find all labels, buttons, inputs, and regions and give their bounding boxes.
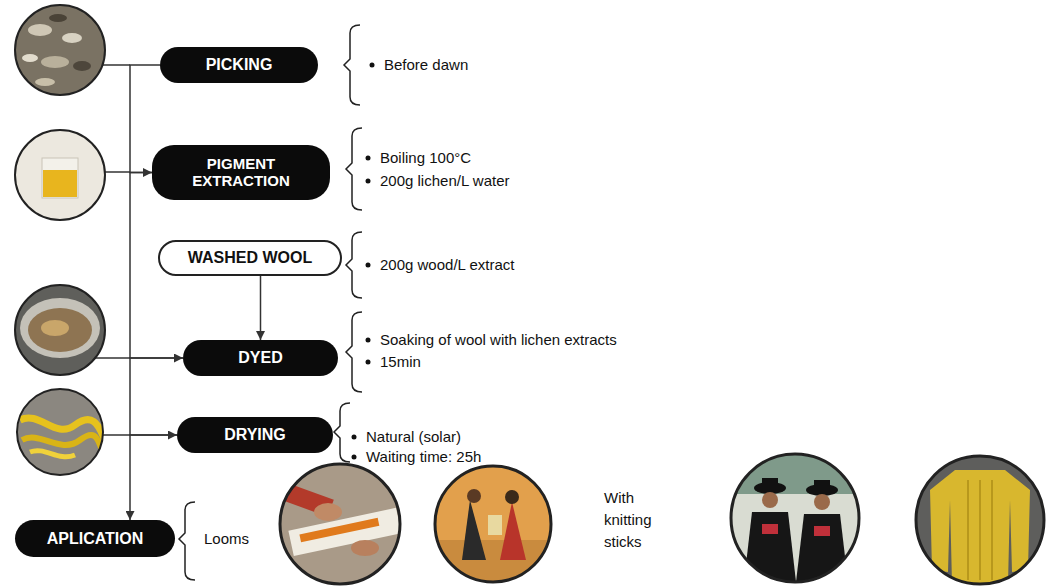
bracket: [344, 25, 360, 105]
woven-band: [299, 518, 379, 542]
step-detail: 15min: [380, 351, 421, 373]
bullet: [366, 263, 371, 268]
step-detail: 200g lichen/L water: [380, 170, 510, 192]
flow-arrow: [260, 276, 262, 340]
knitting: [814, 526, 830, 536]
drying-photo: [15, 388, 105, 478]
pot: [20, 298, 100, 358]
bullet: [366, 338, 371, 343]
step-detail: Natural (solar): [366, 426, 461, 448]
step-name: DRYING: [224, 426, 286, 444]
step-detail: Boiling 100°C: [380, 147, 471, 169]
bullet: [370, 63, 375, 68]
dress: [744, 512, 796, 582]
face: [762, 492, 778, 508]
painted-figure: [500, 502, 526, 560]
hat: [762, 478, 778, 488]
lichen-piece: [73, 61, 91, 71]
step-name: APLICATION: [47, 530, 144, 548]
step-detail: Soaking of wool with lichen extracts: [380, 329, 617, 351]
bracket: [346, 232, 362, 298]
step-detail: 200g wood/L extract: [380, 254, 515, 276]
dyeing-photo: [10, 280, 110, 380]
process-pill: DYED: [183, 340, 338, 376]
bullet: [366, 360, 371, 365]
lichen-piece: [35, 78, 55, 86]
loom-fabric: [288, 508, 401, 556]
sweater-cables: [968, 480, 992, 580]
photo-frame: [15, 130, 105, 220]
bracket: [346, 128, 362, 210]
wool-in-bath: [41, 320, 69, 336]
hand: [314, 503, 342, 521]
lichen-piece: [41, 56, 69, 68]
flow-arrow: [130, 435, 177, 520]
knitting-photo: [731, 454, 859, 582]
hand: [351, 540, 379, 556]
yellow-yarn: [30, 451, 75, 457]
painting-photo: [433, 464, 553, 584]
process-pill: APLICATION: [15, 520, 175, 557]
step-name: PIGMENT EXTRACTION: [176, 156, 306, 189]
glass: [42, 158, 78, 198]
flow-arrow: [130, 358, 183, 435]
lichen-piece: [28, 24, 52, 36]
bullet: [352, 455, 357, 460]
photo-frame: [435, 466, 551, 582]
yellow-extract: [43, 170, 77, 197]
process-pill: DRYING: [177, 417, 333, 453]
bracket: [346, 312, 362, 392]
dress: [796, 514, 848, 582]
painted-loom: [488, 515, 502, 535]
knitting: [762, 524, 778, 534]
application-note: With knitting sticks: [604, 487, 668, 552]
lichen-photo: [10, 0, 110, 100]
step-name: PICKING: [206, 56, 273, 74]
lichen-piece: [22, 54, 38, 62]
painted-figure: [467, 489, 481, 503]
bullet: [366, 156, 371, 161]
step-name: DYED: [238, 349, 282, 367]
photo-frame: [916, 456, 1044, 584]
lichen-piece: [49, 14, 67, 22]
bracket: [179, 502, 195, 580]
step-name: WASHED WOOL: [188, 249, 312, 267]
painted-figure: [462, 500, 486, 560]
photo-frame: [15, 285, 105, 375]
sweater-photo: [916, 456, 1044, 584]
photo-frame: [17, 389, 103, 475]
photo-frame: [15, 5, 105, 95]
process-pill: PICKING: [160, 47, 318, 83]
step-detail: Waiting time: 25h: [366, 446, 481, 468]
hat: [814, 480, 830, 490]
dye-bath: [28, 308, 92, 352]
application-note: Looms: [204, 528, 249, 550]
lichen-piece: [62, 33, 82, 43]
process-pill: PIGMENT EXTRACTION: [152, 145, 330, 200]
face: [814, 494, 830, 510]
bracket: [334, 403, 350, 462]
process-pill: WASHED WOOL: [158, 240, 342, 276]
bullet: [366, 179, 371, 184]
extract-photo: [10, 125, 110, 225]
step-detail: Before dawn: [384, 54, 468, 76]
photo-frame: [280, 464, 400, 584]
bullet: [352, 435, 357, 440]
painted-figure: [505, 490, 519, 504]
photo-frame: [731, 454, 859, 582]
yellow-sweater: [930, 470, 1030, 584]
